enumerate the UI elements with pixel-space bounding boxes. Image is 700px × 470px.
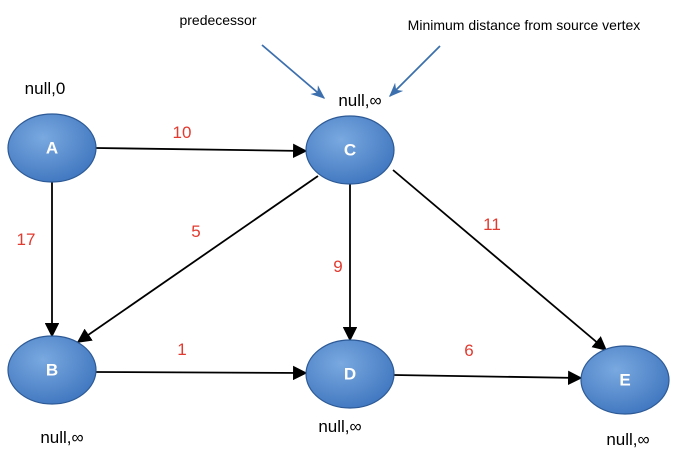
vertex-b-state: null,∞ — [40, 428, 83, 447]
edge-c-b — [76, 175, 319, 343]
vertex-a-shape[interactable] — [7, 113, 97, 183]
edge-a-c — [95, 143, 308, 159]
vertex-e-state: null,∞ — [606, 430, 649, 449]
vertex-b-shape[interactable] — [7, 335, 97, 405]
vertex-d-shape[interactable] — [305, 339, 395, 409]
edge-weight-c-d: 9 — [333, 257, 342, 276]
vertex-d[interactable]: D — [305, 339, 395, 409]
edge-weight-b-d: 1 — [177, 340, 186, 359]
predecessor-annotation: predecessor — [179, 12, 256, 28]
min-distance-annotation: Minimum distance from source vertex — [408, 17, 641, 33]
vertex-d-state: null,∞ — [318, 417, 361, 436]
vertex-a-state: null,0 — [25, 79, 66, 98]
edge-b-d — [95, 365, 308, 381]
vertex-c[interactable]: C — [305, 115, 395, 185]
vertex-e-label: E — [619, 371, 630, 390]
min-distance-annotation-arrow — [388, 45, 441, 98]
vertex-e[interactable]: E — [580, 345, 670, 415]
vertex-a-label: A — [46, 139, 58, 158]
predecessor-annotation-arrow — [261, 44, 326, 99]
edge-weight-c-b: 5 — [191, 222, 200, 241]
vertex-b[interactable]: B — [7, 335, 97, 405]
edge-weight-a-b: 17 — [17, 230, 36, 249]
vertex-b-label: B — [46, 361, 58, 380]
vertex-c-label: C — [344, 141, 356, 160]
vertex-a[interactable]: A — [7, 113, 97, 183]
vertex-e-shape[interactable] — [580, 345, 670, 415]
vertex-c-state: null,∞ — [338, 91, 381, 110]
vertex-c-shape[interactable] — [305, 115, 395, 185]
vertex-d-label: D — [344, 365, 356, 384]
edge-weight-c-e: 11 — [483, 215, 501, 234]
edge-weight-d-e: 6 — [464, 341, 473, 360]
edge-weight-a-c: 10 — [173, 123, 192, 142]
edge-d-e — [393, 370, 583, 385]
edge-c-e — [392, 169, 608, 351]
